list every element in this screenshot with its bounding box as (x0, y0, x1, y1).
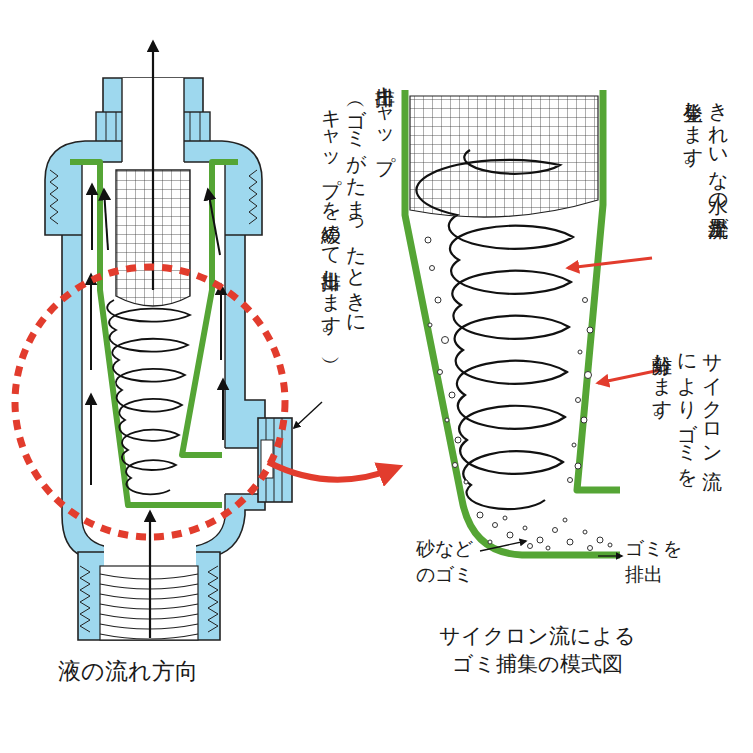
particle (581, 417, 587, 423)
thread (80, 566, 90, 632)
particle (445, 418, 449, 422)
part-name: 排出キャップ (372, 72, 397, 212)
particle (587, 327, 593, 333)
particle (537, 537, 543, 543)
figure-caption: サイクロン流による ゴミ捕集の模式図 (437, 622, 637, 679)
particle (583, 530, 587, 534)
particle (553, 528, 558, 533)
particle (442, 337, 449, 344)
thread (249, 170, 257, 224)
particle (597, 537, 603, 543)
particle (523, 526, 527, 530)
particle (455, 437, 461, 443)
pointer-arrow (568, 258, 652, 268)
figure-caption: 液の流れ方向 (58, 656, 238, 687)
particle (430, 266, 435, 271)
particle (453, 463, 458, 468)
particle (528, 544, 533, 549)
particle (438, 370, 443, 375)
particle (583, 298, 588, 303)
flow-arrow (149, 512, 151, 638)
mesh-filter-back (410, 96, 598, 217)
cyclone-spiral (416, 150, 573, 509)
flow-arrow (91, 185, 93, 250)
detail-arrow (268, 462, 396, 480)
flow-arrow (222, 380, 224, 440)
particle (507, 532, 513, 538)
thread (208, 566, 218, 632)
particle (575, 463, 581, 469)
particle (578, 350, 582, 354)
particle (588, 546, 593, 551)
particle (428, 323, 432, 327)
particle (567, 539, 573, 545)
flow-arrow (208, 190, 220, 255)
leader-line (294, 402, 322, 428)
particle (608, 543, 612, 547)
particle (435, 297, 441, 303)
leader-line (480, 541, 526, 551)
particle (477, 512, 483, 518)
flow-arrow (90, 395, 92, 485)
particle (449, 392, 455, 398)
thread (50, 170, 58, 224)
callout-note: 砂など のゴミ (416, 536, 478, 587)
callout-note: ゴミを 排出 (625, 536, 687, 587)
particle (546, 546, 550, 550)
cyclone-cone (405, 90, 620, 555)
flow-arrow (220, 285, 222, 360)
particle (464, 480, 468, 484)
cyclone-cone (577, 90, 620, 490)
cyclone-cone (182, 162, 238, 455)
mesh-filter (410, 96, 598, 217)
particle (425, 237, 431, 243)
leader-line (598, 555, 622, 556)
flow-arrow (90, 275, 92, 370)
particle (572, 443, 576, 447)
particle (576, 398, 581, 403)
particle (568, 478, 573, 483)
flow-arrow (104, 190, 108, 250)
particle (493, 523, 498, 528)
particle (488, 540, 492, 544)
particle (563, 518, 567, 522)
flow-arrow (152, 42, 154, 290)
callout-note: きれいな水の上昇流が 発生します。 (680, 88, 730, 293)
particle (503, 516, 507, 520)
particle (585, 372, 592, 379)
cyclone-spiral (107, 300, 190, 494)
detail-circle (15, 267, 285, 537)
callout-note: （ゴミがたまったときに キャップを緩めて排出します。） (318, 95, 368, 400)
callout-note: サイクロン流 によりゴミを 分離します。 (649, 340, 724, 465)
